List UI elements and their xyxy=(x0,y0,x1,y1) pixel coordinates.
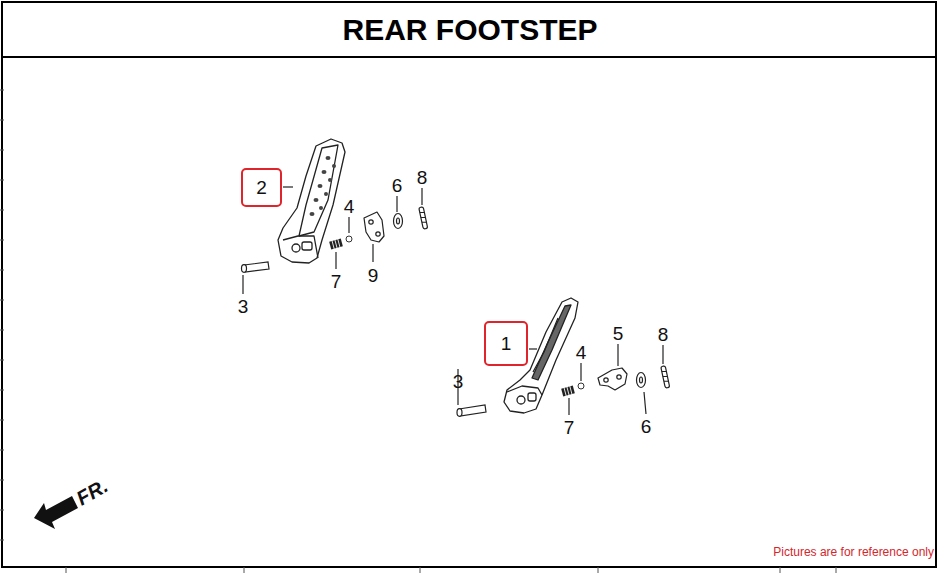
callout-number: 8 xyxy=(658,325,669,344)
pin xyxy=(242,262,270,272)
reference-note: Pictures are for reference only xyxy=(773,546,934,558)
footstep-right xyxy=(504,298,578,413)
callout-number: 3 xyxy=(453,372,464,391)
callout-number: 5 xyxy=(613,324,624,343)
callout-number: 4 xyxy=(576,343,587,362)
front-marker: FR. xyxy=(73,475,111,508)
leader-lines xyxy=(243,187,663,415)
callout-number: 1 xyxy=(501,334,512,353)
callout-number: 4 xyxy=(344,197,355,216)
split-pin xyxy=(419,207,428,229)
callout-box: 2 xyxy=(241,168,282,207)
frame-ticks xyxy=(0,90,836,573)
split-pin xyxy=(661,366,670,388)
bracket xyxy=(364,212,384,242)
washer xyxy=(637,373,646,388)
washer xyxy=(394,214,403,229)
callout-number: 9 xyxy=(368,266,379,285)
callout-number: 3 xyxy=(238,297,249,316)
footstep-left xyxy=(278,139,345,263)
spring xyxy=(329,238,343,251)
callout-number: 2 xyxy=(256,178,267,197)
ball xyxy=(346,236,352,242)
pin xyxy=(457,405,486,416)
callout-number: 8 xyxy=(417,168,428,187)
callout-number: 6 xyxy=(641,417,652,436)
callout-number: 7 xyxy=(331,272,342,291)
ball xyxy=(578,383,584,389)
page-frame xyxy=(2,2,936,567)
callout-box: 1 xyxy=(484,321,528,366)
callout-number: 7 xyxy=(564,418,575,437)
front-arrow xyxy=(34,496,78,529)
bracket xyxy=(598,368,627,390)
spring xyxy=(561,385,575,398)
callout-number: 6 xyxy=(392,176,403,195)
page-title: REAR FOOTSTEP xyxy=(0,4,940,56)
